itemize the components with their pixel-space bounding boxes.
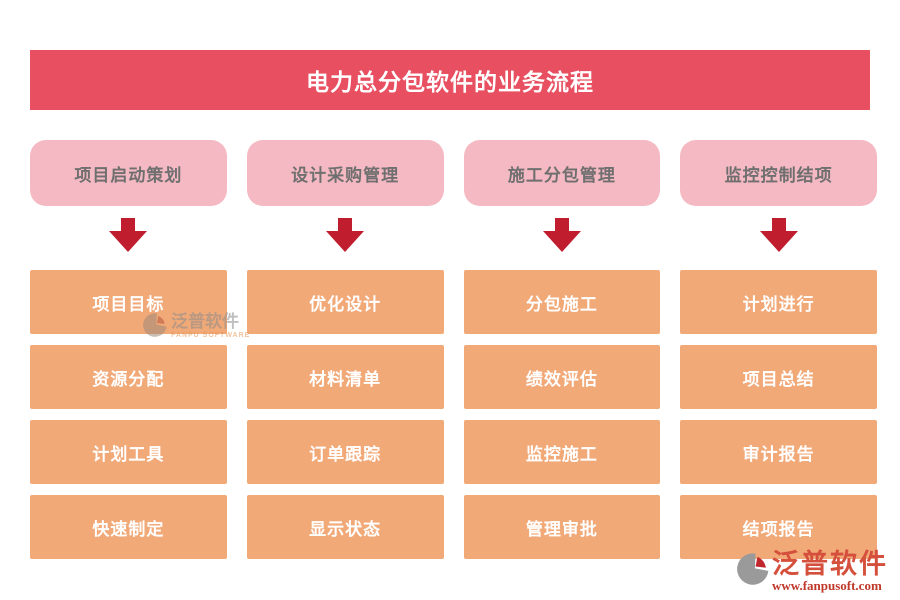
task-box: 资源分配 (30, 345, 227, 409)
footer-url: www.fanpusoft.com (772, 578, 882, 593)
flow-column-3: 施工分包管理 分包施工 绩效评估 监控施工 管理审批 (463, 140, 661, 570)
task-box: 材料清单 (246, 345, 444, 409)
down-arrow-icon (464, 218, 661, 252)
task-label: 分包施工 (525, 294, 598, 314)
task-box: 审计报告 (680, 420, 877, 484)
fanpu-footer-logo: 泛普软件 www.fanpusoft.com (737, 551, 888, 592)
task-label: 显示状态 (309, 519, 382, 539)
task-label: 项目目标 (92, 294, 165, 314)
stage-header-4: 监控控制结项 (680, 140, 877, 206)
flow-columns: 项目启动策划 项目目标 资源分配 计划工具 快速制定 设计采购管理 优化设计 材… (30, 140, 877, 570)
task-box: 订单跟踪 (246, 420, 444, 484)
stage-header-label: 施工分包管理 (507, 165, 616, 185)
task-label: 绩效评估 (525, 369, 598, 389)
flow-column-4: 监控控制结项 计划进行 项目总结 审计报告 结项报告 (680, 140, 877, 570)
task-label: 计划进行 (742, 294, 815, 314)
stage-header-1: 项目启动策划 (30, 140, 227, 206)
task-box: 快速制定 (30, 495, 227, 559)
footer-brand: 泛普软件 (772, 549, 888, 579)
task-box: 项目目标 (30, 270, 227, 334)
task-label: 管理审批 (525, 519, 598, 539)
task-box: 显示状态 (246, 495, 444, 559)
task-label: 监控施工 (525, 444, 598, 464)
task-box: 绩效评估 (463, 345, 661, 409)
flow-column-1: 项目启动策划 项目目标 资源分配 计划工具 快速制定 (30, 140, 227, 570)
task-label: 材料清单 (309, 369, 382, 389)
task-box: 项目总结 (680, 345, 877, 409)
task-label: 快速制定 (92, 519, 165, 539)
fanpu-logo-icon (737, 553, 769, 585)
task-label: 审计报告 (742, 444, 815, 464)
task-label: 结项报告 (742, 519, 815, 539)
task-box: 监控施工 (463, 420, 661, 484)
task-label: 计划工具 (92, 444, 165, 464)
stage-header-label: 设计采购管理 (291, 165, 400, 185)
page-title: 电力总分包软件的业务流程 (306, 69, 594, 95)
task-box: 计划工具 (30, 420, 227, 484)
task-label: 优化设计 (309, 294, 382, 314)
stage-header-label: 项目启动策划 (74, 165, 183, 185)
title-banner: 电力总分包软件的业务流程 (30, 50, 870, 110)
down-arrow-icon (680, 218, 877, 252)
stage-header-label: 监控控制结项 (724, 165, 833, 185)
task-box: 分包施工 (463, 270, 661, 334)
down-arrow-icon (30, 218, 227, 252)
task-label: 项目总结 (742, 369, 815, 389)
task-box: 管理审批 (463, 495, 661, 559)
flow-column-2: 设计采购管理 优化设计 材料清单 订单跟踪 显示状态 (246, 140, 444, 570)
task-label: 资源分配 (92, 369, 165, 389)
down-arrow-icon (247, 218, 444, 252)
task-label: 订单跟踪 (309, 444, 382, 464)
stage-header-2: 设计采购管理 (246, 140, 444, 206)
task-box: 计划进行 (680, 270, 877, 334)
task-box: 结项报告 (680, 495, 877, 559)
task-box: 优化设计 (246, 270, 444, 334)
stage-header-3: 施工分包管理 (463, 140, 661, 206)
